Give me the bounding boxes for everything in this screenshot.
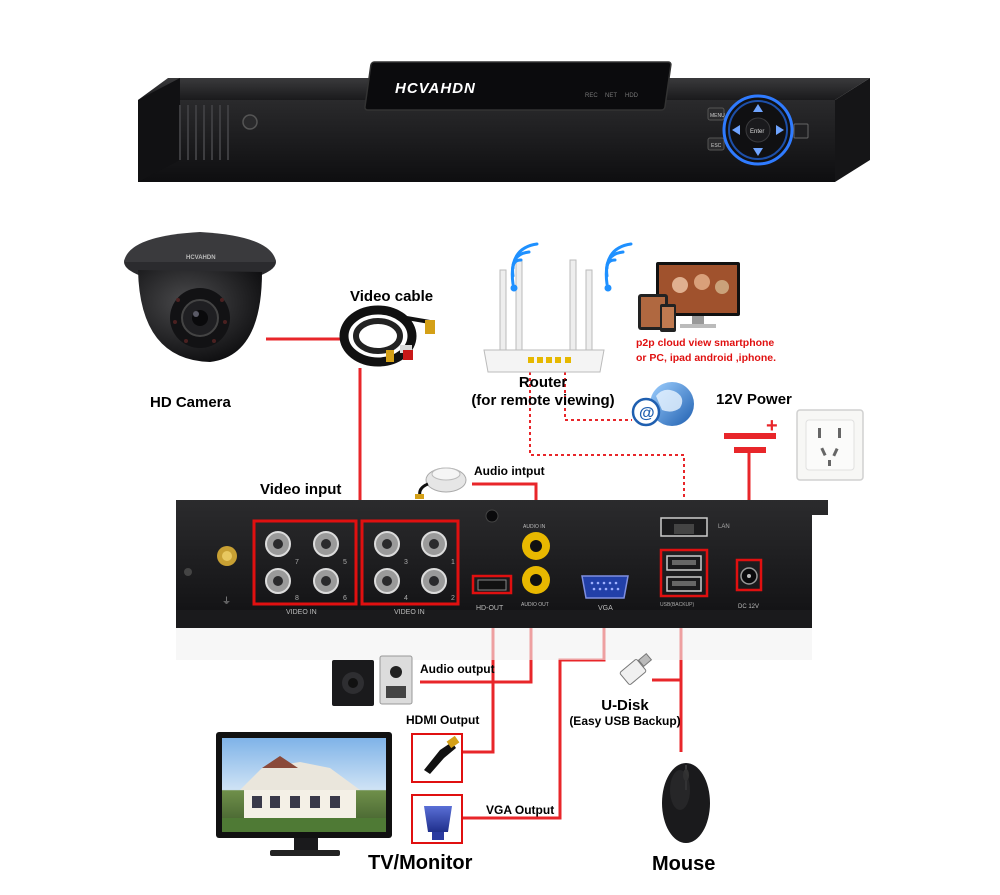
vga-cable-icon: [411, 794, 463, 844]
p2p-devices-icon: [638, 262, 740, 332]
dc-label: DC 12V: [738, 604, 759, 610]
nav-down-icon[interactable]: [753, 148, 763, 156]
udisk-label-line2: (Easy USB Backup): [569, 714, 681, 728]
audio-in-label: AUDIO IN: [523, 524, 546, 530]
bnc-number: 5: [343, 559, 347, 566]
microphone-icon: [415, 467, 467, 499]
rear-panel: ⏚ 7 5 8 6 3 1 4 2 VIDEO IN VIDEO IN: [176, 500, 828, 660]
bnc-number: 3: [404, 559, 408, 566]
video-cable-label: Video cable: [350, 288, 434, 305]
hd-out-label: HD-OUT: [476, 605, 504, 612]
screw-icon: [242, 114, 258, 130]
usb-label: USB(BACKUP): [660, 602, 695, 608]
mouse-icon: [662, 748, 710, 843]
ground-icon: ⏚: [222, 596, 231, 606]
nav-up-icon[interactable]: [753, 104, 763, 112]
video-cable-coil: [339, 305, 435, 367]
enter-button[interactable]: [745, 117, 771, 143]
tv-monitor: [216, 732, 392, 856]
camera-brand: HCVAHDN: [186, 255, 216, 261]
usb-flash-drive-icon: [619, 653, 653, 685]
video-in-label-left: VIDEO IN: [286, 609, 317, 616]
power-12v-label: 12V Power: [716, 391, 792, 408]
wifi-icon: [604, 242, 633, 292]
bnc-number: 4: [404, 595, 408, 602]
menu-button[interactable]: [707, 107, 725, 121]
wall-socket-icon: [796, 409, 864, 481]
udisk-label-line1: U-Disk: [601, 697, 649, 714]
vga-port[interactable]: [581, 575, 629, 599]
audio-input-label: Audio intput: [474, 464, 545, 478]
hdmi-cable-icon: [411, 733, 463, 783]
lan-label: LAN: [718, 524, 730, 530]
vga-label: VGA: [598, 605, 613, 612]
hd-camera: HCVAHDN: [124, 232, 276, 362]
esc-button[interactable]: [707, 137, 725, 151]
indicator-net: NET: [605, 93, 617, 99]
esc-button-label: ESC: [711, 143, 722, 149]
tv-monitor-label: TV/Monitor: [368, 852, 473, 874]
video-input-label: Video input: [260, 481, 342, 498]
dvr-device: HCVAHDN REC NET HDD MENU ESC Enter: [138, 61, 870, 182]
router-label-line2: (for remote viewing): [471, 392, 615, 409]
bnc-number: 7: [295, 559, 299, 566]
vent-slots: [179, 105, 229, 160]
bnc-number: 8: [295, 595, 299, 602]
vga-output-label: VGA Output: [486, 803, 555, 817]
hdmi-port[interactable]: [471, 574, 513, 595]
router-label: Router (for remote viewing): [456, 374, 630, 410]
internet-globe-icon: @: [631, 382, 694, 427]
video-in-label-right: VIDEO IN: [394, 609, 425, 616]
hd-camera-label: HD Camera: [150, 394, 231, 411]
front-display-panel: [364, 61, 672, 111]
bnc-number: 1: [451, 559, 455, 566]
usb-front-port[interactable]: [793, 123, 809, 139]
enter-button-label: Enter: [750, 129, 764, 135]
bnc-number: 2: [451, 595, 455, 602]
video-input-box-left: [252, 519, 358, 606]
at-symbol-icon: @: [639, 405, 655, 422]
power-symbol-icon: +: [724, 415, 778, 453]
nav-right-icon[interactable]: [776, 125, 784, 135]
mouse-label: Mouse: [652, 853, 716, 875]
audio-output-label: Audio output: [420, 662, 495, 676]
indicator-hdd: HDD: [625, 93, 639, 99]
indicator-rec: REC: [585, 93, 598, 99]
network-dotted-lines: [529, 372, 685, 520]
p2p-note-line1: p2p cloud view smartphone: [636, 337, 775, 349]
video-input-box-right: [360, 519, 460, 606]
dc-power-port-box: [735, 558, 763, 592]
audio-out-label: AUDIO OUT: [521, 602, 549, 608]
bnc-number: 6: [343, 595, 347, 602]
nav-left-icon[interactable]: [732, 125, 740, 135]
wifi-icon: [510, 242, 539, 292]
udisk-label: U-Disk (Easy USB Backup): [560, 697, 690, 728]
hdmi-output-label: HDMI Output: [406, 713, 480, 727]
menu-button-label: MENU: [710, 113, 725, 119]
nav-wheel-ring: [728, 100, 788, 160]
speakers-icon: [332, 655, 413, 706]
p2p-note-line2: or PC, ipad android ,iphone.: [636, 352, 777, 364]
device-brand: HCVAHDN: [395, 80, 476, 97]
p2p-note: p2p cloud view smartphone or PC, ipad an…: [636, 336, 776, 366]
router: [483, 242, 633, 373]
usb-ports-box: [659, 548, 709, 598]
router-label-line1: Router: [518, 374, 568, 391]
plus-sign: +: [766, 415, 778, 437]
